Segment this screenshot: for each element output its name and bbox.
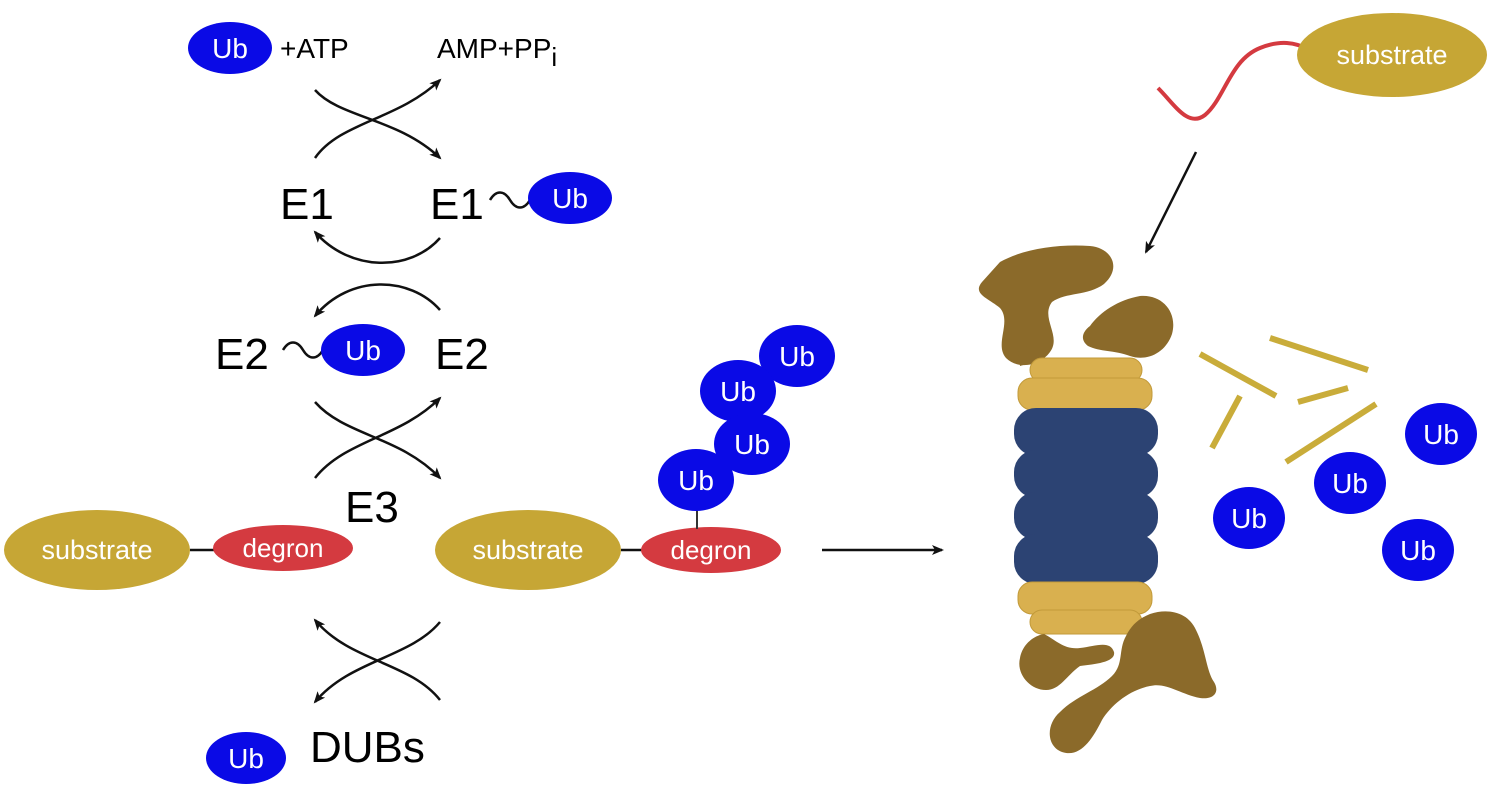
chain-ubiquitin-4-label: Ub [779, 341, 815, 372]
degron-blob [213, 525, 353, 571]
e2-label: E2 [435, 330, 489, 379]
recycled-ubiquitin-4 [1382, 519, 1454, 581]
substrate-label: substrate [41, 535, 152, 565]
chain-ubiquitin-1-label: Ub [678, 465, 714, 496]
peptide-fragment-3 [1297, 385, 1349, 405]
chain-ubiquitin-2-label: Ub [734, 429, 770, 460]
proteasome-alpha-ring-bottom-b [1029, 609, 1143, 635]
tagged-substrate-blob [435, 510, 621, 590]
degron-label: degron [243, 533, 324, 563]
proteasome-alpha-ring-bottom-a [1017, 581, 1153, 615]
proteasome-cap-bottom-left [1019, 634, 1115, 690]
released-ubiquitin [206, 732, 286, 784]
peptide-fragment-1 [1198, 351, 1278, 399]
proteasome: Ub Ub Ub Ub [978, 245, 1477, 754]
recycled-ubiquitin-2 [1314, 452, 1386, 514]
unfolded-chain [1156, 41, 1311, 121]
e1-atp-crossing-arrow-a [314, 89, 442, 160]
recycled-ubiquitin-2-label: Ub [1332, 468, 1368, 499]
unfolded-substrate: substrate [1144, 13, 1487, 254]
proteasome-cap-bottom-right [1049, 611, 1217, 754]
substrate-with-degron: substrate degron [4, 510, 353, 590]
ubiquitin-input [188, 22, 272, 74]
entry-arrow [1144, 151, 1198, 254]
proteasome-cap-top-right [1082, 295, 1174, 358]
proteasome-core-ring-3 [1014, 492, 1158, 540]
e2-bound-ubiquitin-label: Ub [345, 335, 381, 366]
e1-e2-crossing-arrow-a [313, 230, 441, 265]
e1-atp-crossing-arrow-b [313, 78, 442, 159]
dubs-crossing-arrow-a [313, 621, 441, 704]
e1-e2-crossing-arrow-b [313, 283, 441, 318]
peptide-fragment-2 [1269, 335, 1369, 373]
e1-thioester-bond [488, 191, 532, 209]
plus-atp-label: +ATP [280, 33, 349, 64]
chain-ubiquitin-3 [700, 360, 776, 422]
peptide-fragment-4 [1209, 394, 1243, 450]
recycled-ubiquitin-1-label: Ub [1423, 419, 1459, 450]
dubs-label: DUBs [310, 723, 425, 772]
e3-crossing-arrow-a [314, 401, 442, 480]
e1-activation-step: Ub +ATP AMP+PPi E1 E1 Ub [188, 22, 612, 229]
unfolded-substrate-blob [1297, 13, 1487, 97]
recycled-ubiquitin-4-label: Ub [1400, 535, 1436, 566]
e2-ub-label: E2 [215, 330, 269, 379]
recycled-ubiquitin-3-label: Ub [1231, 503, 1267, 534]
e3-label: E3 [345, 483, 399, 532]
amp-ppi-label: AMP+PPi [437, 33, 557, 72]
e1-bound-ubiquitin-label: Ub [552, 183, 588, 214]
ubiquitin-input-label: Ub [212, 33, 248, 64]
e2-bound-ubiquitin [321, 324, 405, 376]
tagged-substrate-label: substrate [472, 535, 583, 565]
e3-crossing-arrow-b [314, 396, 442, 479]
recycled-ubiquitin-3 [1213, 487, 1285, 549]
substrate-blob [4, 510, 190, 590]
tagged-degron-blob [641, 527, 781, 573]
polyubiquitinated-substrate: substrate degron Ub Ub Ub Ub [435, 325, 835, 590]
e1-ub-label: E1 [430, 180, 484, 229]
proteasome-cap-top-left [978, 245, 1114, 366]
e2-thioester-bond [281, 341, 325, 359]
e1-bound-ubiquitin [528, 172, 612, 224]
chain-ubiquitin-2 [714, 413, 790, 475]
chain-ubiquitin-4 [759, 325, 835, 387]
tagged-degron-label: degron [671, 535, 752, 565]
peptide-fragment-5 [1284, 401, 1378, 465]
proteasome-alpha-ring-top-b [1017, 377, 1153, 411]
e2-transfer-step: E2 Ub E2 [215, 230, 489, 379]
chain-ubiquitin-1 [658, 449, 734, 511]
unfolded-substrate-label: substrate [1336, 40, 1447, 70]
recycled-ubiquitin-1 [1405, 403, 1477, 465]
dubs-crossing-arrow-b [313, 618, 441, 701]
e1-label: E1 [280, 180, 334, 229]
e3-ligation-step: E3 [314, 396, 442, 532]
proteasome-core-ring-4 [1014, 534, 1158, 584]
proteasome-core-ring-2 [1014, 450, 1158, 498]
proteasome-core-ring-1 [1014, 408, 1158, 456]
chain-ubiquitin-3-label: Ub [720, 376, 756, 407]
released-ubiquitin-label: Ub [228, 743, 264, 774]
deubiquitination-step: DUBs Ub [206, 618, 441, 784]
